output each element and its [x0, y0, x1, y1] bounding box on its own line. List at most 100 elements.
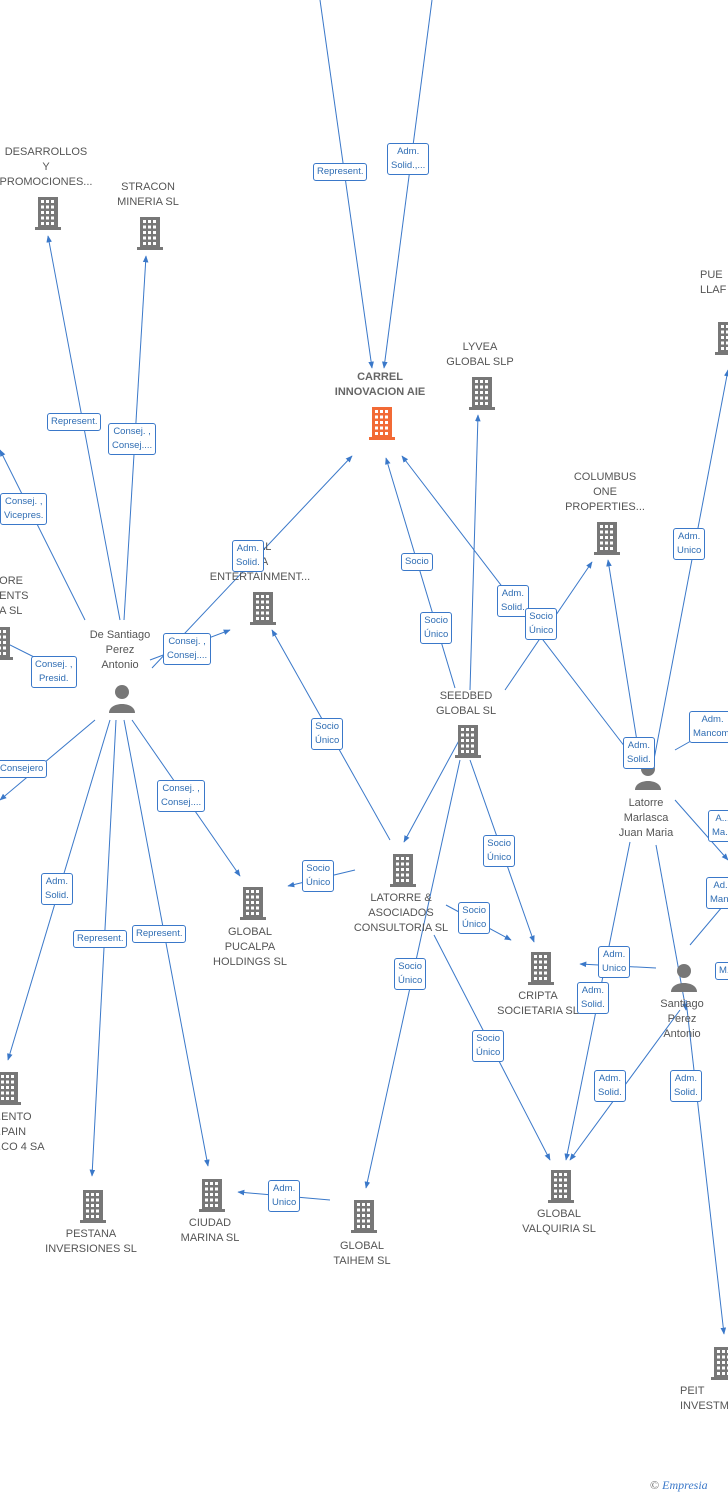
relationship-badge[interactable]: Adm. Mancom.: [689, 711, 728, 743]
node-seedbed[interactable]: SEEDBED GLOBAL SL: [406, 689, 526, 719]
relationship-badge[interactable]: Consejero: [0, 760, 48, 778]
relationship-badge[interactable]: Socio Único: [458, 902, 491, 934]
node-label: SEEDBED GLOBAL SL: [435, 690, 497, 717]
node-left-mid[interactable]: ...ORE ...ENTS ...A SL: [0, 574, 40, 619]
node-label: Santiago Perez Antonio: [660, 998, 704, 1040]
relationship-badge[interactable]: Socio Único: [302, 860, 335, 892]
node-desarrollos[interactable]: DESARROLLOS Y PROMOCIONES...: [0, 145, 106, 190]
relationship-badge[interactable]: Adm. Solid.: [594, 1070, 626, 1102]
edge-line: [385, 457, 456, 689]
node-label: ...ORE ...ENTS ...A SL: [0, 575, 29, 617]
edge-line: [469, 414, 481, 691]
relationship-badge[interactable]: Socio Único: [483, 835, 516, 867]
relationship-badge[interactable]: Adm. Solid.: [577, 982, 609, 1014]
relationship-badge[interactable]: Adm. Unico: [268, 1180, 301, 1212]
brand-logo: Empresia: [662, 1478, 708, 1492]
node-pue[interactable]: PUE LLAF: [700, 268, 728, 298]
relationship-badge[interactable]: Represent.: [313, 163, 368, 181]
node-pucalpa[interactable]: GLOBAL PUCALPA HOLDINGS SL: [190, 925, 310, 970]
node-latorre-asociados[interactable]: LATORRE & ASOCIADOS CONSULTORIA SL: [340, 891, 462, 936]
relationship-badge[interactable]: Adm. Solid.: [232, 540, 264, 572]
edge-line: [606, 559, 641, 761]
edge-line: [319, 0, 374, 369]
edge-line: [382, 0, 433, 369]
relationship-badge[interactable]: Consej. , Consej....: [108, 423, 157, 455]
node-santiago-perez[interactable]: Santiago Perez Antonio: [622, 997, 728, 1042]
empresia-watermark: © Empresia: [650, 1478, 708, 1493]
relationship-badge[interactable]: Represent.: [132, 925, 187, 943]
node-label: LATORRE & ASOCIADOS CONSULTORIA SL: [353, 892, 449, 934]
relationship-badge[interactable]: Socio Único: [311, 718, 344, 750]
node-columbus[interactable]: COLUMBUS ONE PROPERTIES...: [545, 470, 665, 515]
edge-line: [651, 369, 728, 771]
relationship-badge[interactable]: Represent.: [73, 930, 128, 948]
node-lyvea[interactable]: LYVEA GLOBAL SLP: [420, 340, 540, 370]
relationship-badge[interactable]: Adm. Solid.,...: [387, 143, 430, 175]
building-icon: [0, 627, 13, 660]
node-label: LYVEA GLOBAL SLP: [446, 341, 514, 368]
copyright-icon: ©: [650, 1478, 660, 1492]
relationship-badge[interactable]: Ad... Man...: [706, 877, 728, 909]
node-valquiria[interactable]: GLOBAL VALQUIRIA SL: [499, 1207, 619, 1237]
building-icon: [594, 522, 620, 555]
relationship-badge[interactable]: M...: [715, 962, 728, 980]
node-label: STRACON MINERIA SL: [117, 181, 179, 208]
edge-line: [685, 999, 727, 1335]
node-label: CRIPTA SOCIETARIA SL: [497, 990, 579, 1017]
node-label: ...ENTO ...PAIN ...CO 4 SA: [0, 1111, 45, 1153]
edge-line: [0, 719, 96, 801]
relationship-badge[interactable]: Adm. Unico: [673, 528, 706, 560]
edge-line: [123, 719, 210, 1167]
building-icon: [137, 217, 163, 250]
node-peit[interactable]: PEIT INVESTM...: [680, 1384, 728, 1414]
node-latorre-marlasca[interactable]: Latorre Marlasca Juan Maria: [586, 796, 706, 841]
building-icon: [528, 952, 554, 985]
relationship-badge[interactable]: Adm. Solid.: [623, 737, 655, 769]
node-pestana[interactable]: PESTANA INVERSIONES SL: [31, 1227, 151, 1257]
relationship-badge[interactable]: Consej. , Consej....: [157, 780, 206, 812]
building-icon: [711, 1347, 728, 1380]
node-label: GLOBAL TAIHEM SL: [333, 1240, 391, 1267]
relationship-badge[interactable]: Socio Único: [472, 1030, 505, 1062]
edge-line: [674, 799, 728, 861]
edge-line: [89, 719, 117, 1177]
node-label: CIUDAD MARINA SL: [180, 1217, 240, 1244]
relationship-badge[interactable]: Socio: [401, 553, 433, 571]
node-cripta[interactable]: CRIPTA SOCIETARIA SL: [478, 989, 598, 1019]
building-icon: [351, 1200, 377, 1233]
relationship-badge[interactable]: Socio Único: [420, 612, 453, 644]
relationship-badge[interactable]: Adm. Unico: [598, 946, 631, 978]
node-taihem[interactable]: GLOBAL TAIHEM SL: [302, 1239, 422, 1269]
relationship-badge[interactable]: Consej. , Presid.: [31, 656, 77, 688]
node-label: COLUMBUS ONE PROPERTIES...: [565, 471, 645, 513]
edge-line: [0, 449, 86, 621]
person-icon: [671, 964, 697, 992]
relationship-badge[interactable]: Consej. , Vicepres.: [0, 493, 48, 525]
node-label: DESARROLLOS Y PROMOCIONES...: [0, 146, 93, 188]
relationship-badge[interactable]: A... Ma...: [708, 810, 728, 842]
node-label: Latorre Marlasca Juan Maria: [618, 797, 674, 839]
relationship-badge[interactable]: Represent.: [47, 413, 102, 431]
edge-line: [655, 844, 688, 1011]
building-icon: [715, 322, 728, 355]
node-label: GLOBAL VALQUIRIA SL: [522, 1208, 596, 1235]
building-icon: [250, 592, 276, 625]
node-carrel-innovacion[interactable]: CARREL INNOVACION AIE: [320, 370, 440, 400]
building-icon: [240, 887, 266, 920]
node-ciudad-marina[interactable]: CIUDAD MARINA SL: [150, 1216, 270, 1246]
building-icon: [80, 1190, 106, 1223]
node-de-santiago[interactable]: De Santiago Perez Antonio: [60, 628, 180, 673]
node-stracon[interactable]: STRACON MINERIA SL: [88, 180, 208, 210]
relationship-badge[interactable]: Adm. Solid.: [497, 585, 529, 617]
building-icon: [469, 377, 495, 410]
relationship-badge[interactable]: Adm. Solid.: [41, 873, 73, 905]
node-left-bottom[interactable]: ...ENTO ...PAIN ...CO 4 SA: [0, 1110, 52, 1155]
node-label: PEIT INVESTM...: [680, 1385, 728, 1412]
building-icon: [0, 1072, 21, 1105]
relationship-badge[interactable]: Consej. , Consej....: [163, 633, 212, 665]
relationship-badge[interactable]: Socio Único: [525, 608, 558, 640]
relationship-badge[interactable]: Socio Único: [394, 958, 427, 990]
relationship-badge[interactable]: Adm. Solid.: [670, 1070, 702, 1102]
building-icon: [199, 1179, 225, 1212]
